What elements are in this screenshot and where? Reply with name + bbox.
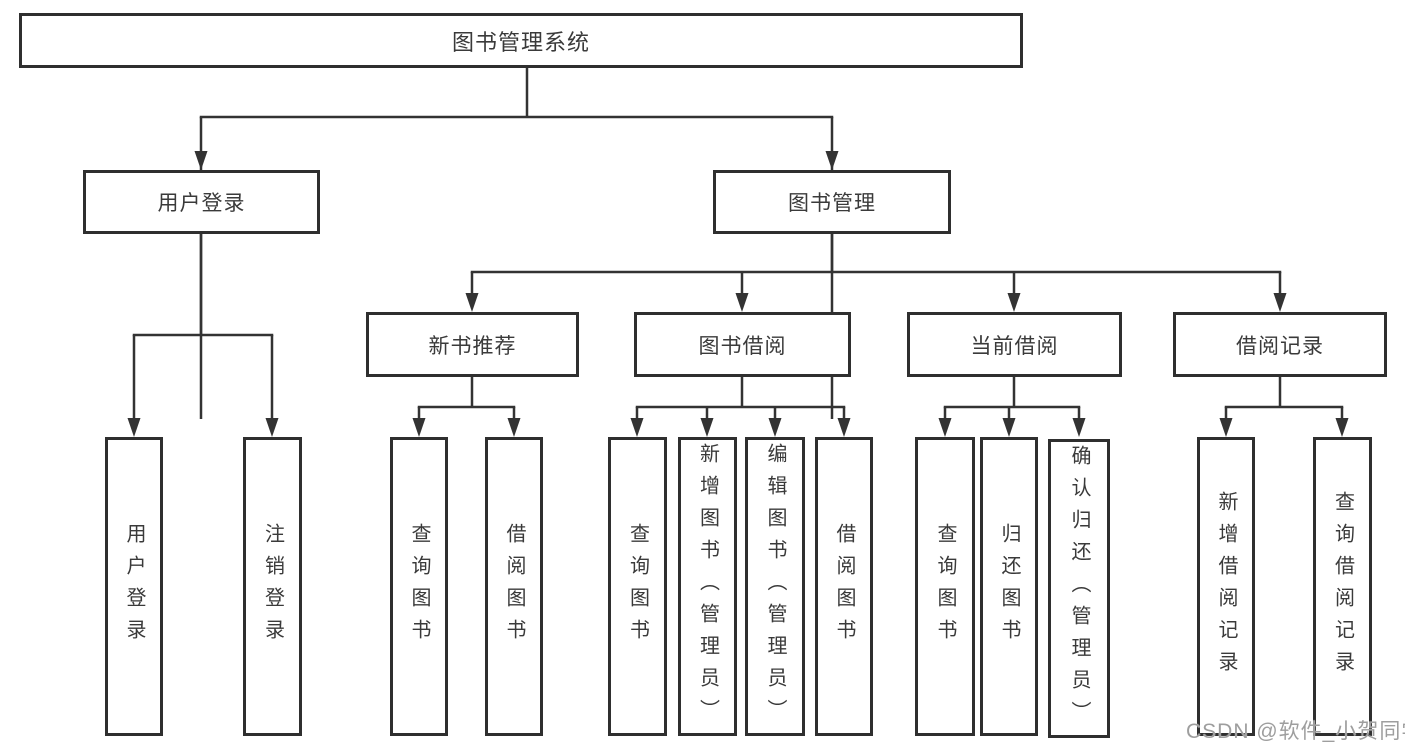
csdn-watermark: CSDN @软件_小贺同学 — [1186, 720, 1405, 743]
leaf-query-borrow-record: 查询借阅记录 — [1313, 437, 1372, 736]
connector-new-book-recommend-children — [412, 377, 521, 437]
node-new-book-recommend: 新书推荐 — [366, 312, 579, 377]
leaf-current-query-book: 查询图书 — [915, 437, 975, 736]
leaf-add-book-admin-label: 新增图书（管理员） — [696, 442, 719, 731]
node-book-management-label: 图书管理 — [788, 192, 876, 215]
leaf-borrow-query-book-label: 查询图书 — [626, 522, 649, 651]
node-library-system-label: 图书管理系统 — [451, 29, 590, 55]
node-borrow-record: 借阅记录 — [1173, 312, 1387, 377]
leaf-confirm-return-admin-label: 确认归还（管理员） — [1068, 444, 1090, 733]
leaf-borrow-query-book: 查询图书 — [608, 437, 667, 736]
leaf-confirm-return-admin: 确认归还（管理员） — [1048, 439, 1110, 738]
connector-user-login-children — [127, 234, 279, 437]
leaf-add-borrow-record: 新增借阅记录 — [1197, 437, 1255, 736]
leaf-recommend-query-book: 查询图书 — [390, 437, 448, 736]
leaf-recommend-borrow-book-label: 借阅图书 — [503, 522, 525, 651]
node-library-system: 图书管理系统 — [19, 13, 1023, 68]
connector-borrow-record-children — [1219, 377, 1349, 437]
connector-book-management-children — [465, 233, 1287, 312]
node-book-management: 图书管理 — [713, 170, 951, 234]
node-user-login: 用户登录 — [83, 170, 320, 234]
leaf-edit-book-admin: 编辑图书（管理员） — [745, 437, 805, 736]
leaf-return-book-label: 归还图书 — [998, 522, 1020, 651]
node-user-login-label: 用户登录 — [157, 192, 246, 215]
leaf-borrow-book-label: 借阅图书 — [833, 522, 855, 651]
leaf-return-book: 归还图书 — [980, 437, 1038, 736]
node-book-borrow-label: 图书借阅 — [698, 334, 787, 358]
leaf-recommend-borrow-book: 借阅图书 — [485, 437, 543, 736]
leaf-current-query-book-label: 查询图书 — [934, 522, 956, 651]
leaf-add-book-admin: 新增图书（管理员） — [678, 437, 737, 736]
leaf-borrow-book: 借阅图书 — [815, 437, 873, 736]
node-current-borrow: 当前借阅 — [907, 312, 1122, 377]
node-book-borrow: 图书借阅 — [634, 312, 851, 377]
connector-level1-arrowheads — [194, 151, 839, 170]
leaf-query-borrow-record-label: 查询借阅记录 — [1331, 490, 1354, 683]
leaf-user-login: 用户登录 — [105, 437, 163, 736]
leaf-recommend-query-book-label: 查询图书 — [408, 522, 430, 651]
leaf-user-login-label: 用户登录 — [123, 522, 145, 651]
connector-current-borrow-children — [938, 377, 1086, 437]
leaf-logout: 注销登录 — [243, 437, 302, 736]
leaf-logout-label: 注销登录 — [261, 522, 284, 651]
node-borrow-record-label: 借阅记录 — [1236, 334, 1324, 358]
node-current-borrow-label: 当前借阅 — [970, 334, 1059, 358]
leaf-add-borrow-record-label: 新增借阅记录 — [1215, 490, 1237, 683]
leaf-edit-book-admin-label: 编辑图书（管理员） — [764, 442, 786, 731]
node-new-book-recommend-label: 新书推荐 — [428, 334, 517, 358]
connector-book-borrow-children — [630, 377, 851, 437]
